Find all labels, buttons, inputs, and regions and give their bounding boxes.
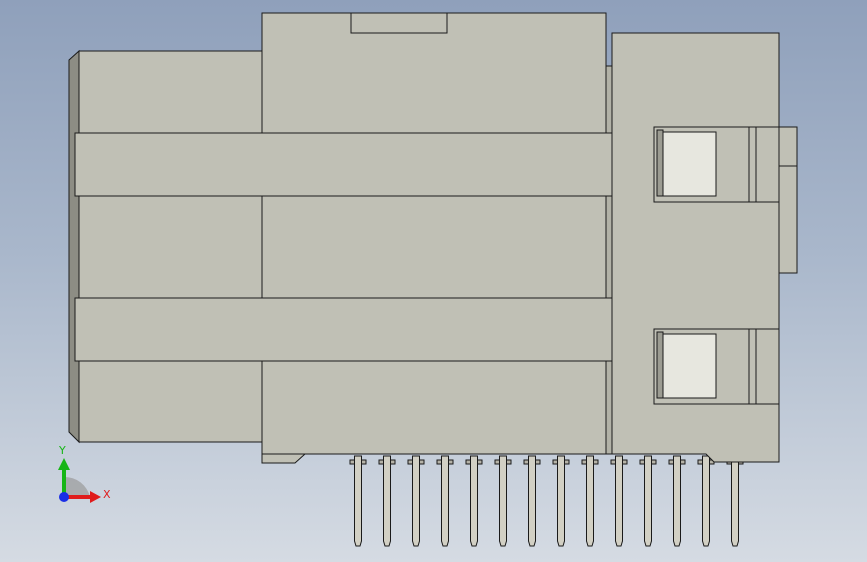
axis-triad[interactable]: Y X <box>58 444 111 503</box>
pin <box>383 455 391 547</box>
right-tab-upper <box>778 126 798 167</box>
x-axis-arrow-icon <box>90 491 101 503</box>
pin <box>470 455 478 547</box>
bottom-foot <box>261 453 307 464</box>
triad-rotation-arc <box>64 476 90 497</box>
pin <box>586 455 594 547</box>
left-side-face <box>68 49 80 444</box>
pin <box>499 455 507 547</box>
upper-rail <box>74 132 613 197</box>
right-tab-lower <box>778 165 798 274</box>
pin <box>644 455 652 547</box>
pin <box>354 455 362 547</box>
lower-window <box>662 333 717 399</box>
upper-window <box>662 131 717 197</box>
left-housing <box>78 50 263 443</box>
pin-row <box>349 455 744 547</box>
pin <box>441 455 449 547</box>
seam-strip <box>605 65 613 455</box>
z-axis-dot-icon <box>59 492 69 502</box>
pin <box>557 455 565 547</box>
pin <box>528 455 536 547</box>
lower-rail <box>74 297 613 362</box>
upper-window-inner <box>656 129 664 197</box>
pin <box>731 455 739 547</box>
y-axis-arrow-icon <box>58 458 70 470</box>
top-latch-tab <box>350 12 448 34</box>
y-axis-label: Y <box>58 444 66 457</box>
pin <box>673 455 681 547</box>
pin <box>412 455 420 547</box>
x-axis-label: X <box>103 488 111 501</box>
lower-window-inner <box>656 331 664 399</box>
pin <box>615 455 623 547</box>
pin <box>702 455 710 547</box>
center-housing <box>261 12 607 455</box>
